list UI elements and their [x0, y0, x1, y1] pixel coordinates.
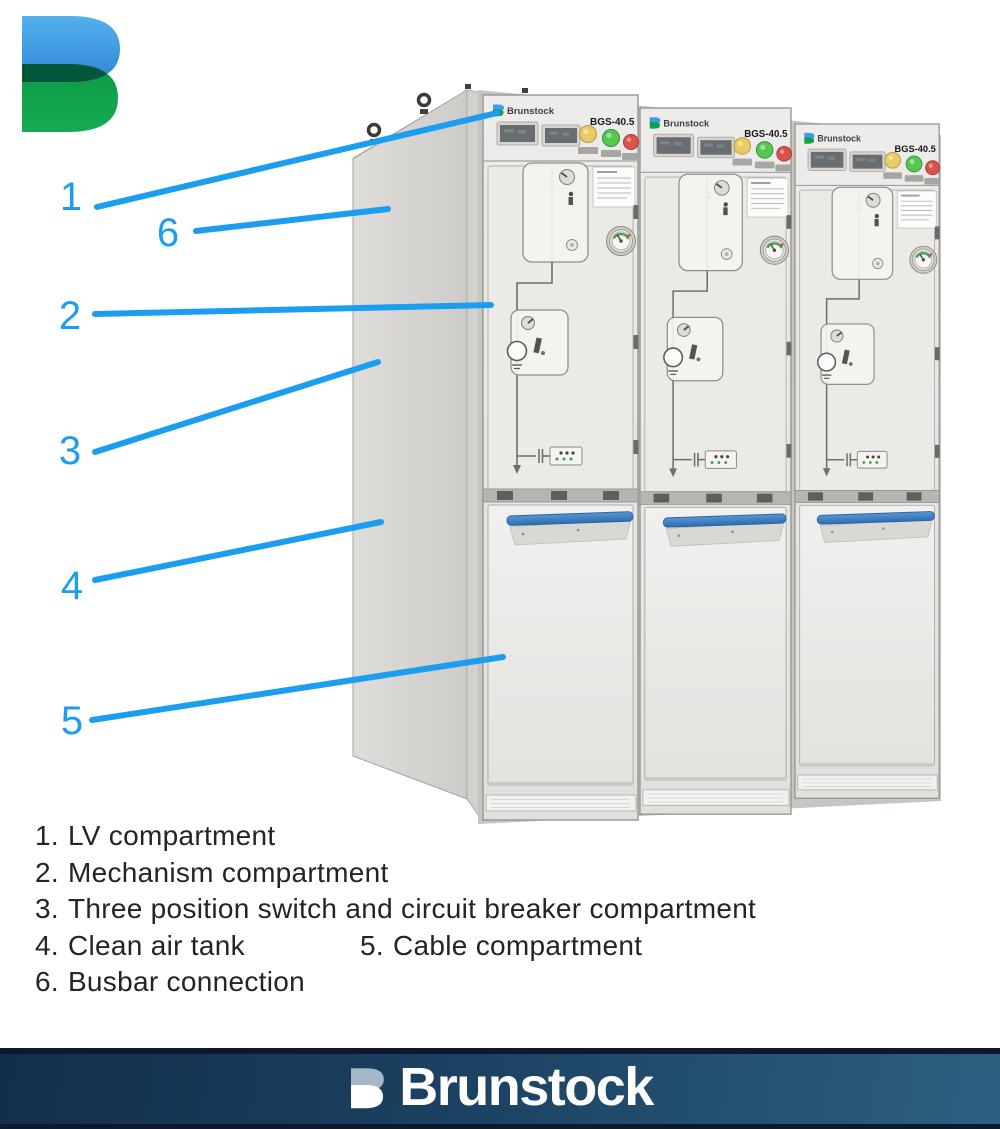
- callout-number-2: 2: [58, 294, 82, 338]
- legend-item-4-and-5: 4.Clean air tank 5.Cable compartment: [35, 928, 975, 965]
- panel-2: [638, 106, 793, 816]
- footer-banner: Brunstock: [0, 1048, 1000, 1129]
- legend: 1.LV compartment 2.Mechanism compartment…: [35, 818, 975, 1001]
- lifting-lug-icon: [366, 122, 382, 138]
- callout-number-1: 1: [59, 175, 83, 219]
- footer-brunstock-logo-icon: [351, 1068, 385, 1109]
- panel-3: [793, 122, 941, 800]
- legend-item-1: 1.LV compartment: [35, 820, 276, 851]
- legend-item-6: 6.Busbar connection: [35, 966, 305, 997]
- footer-brand-wordmark: Brunstock: [399, 1057, 654, 1117]
- lifting-lug-icon: [416, 92, 432, 108]
- callout-number-6: 6: [156, 211, 180, 255]
- legend-item-2: 2.Mechanism compartment: [35, 856, 389, 888]
- cabinet-side-panel: [352, 89, 468, 800]
- callout-number-4: 4: [60, 564, 84, 608]
- callout-number-3: 3: [58, 429, 82, 473]
- callout-number-5: 5: [60, 699, 84, 743]
- panel-1: [481, 93, 640, 822]
- legend-item-3: 3.Three position switch and circuit brea…: [35, 893, 757, 924]
- legend-item-5: 5.Cable compartment: [360, 929, 643, 961]
